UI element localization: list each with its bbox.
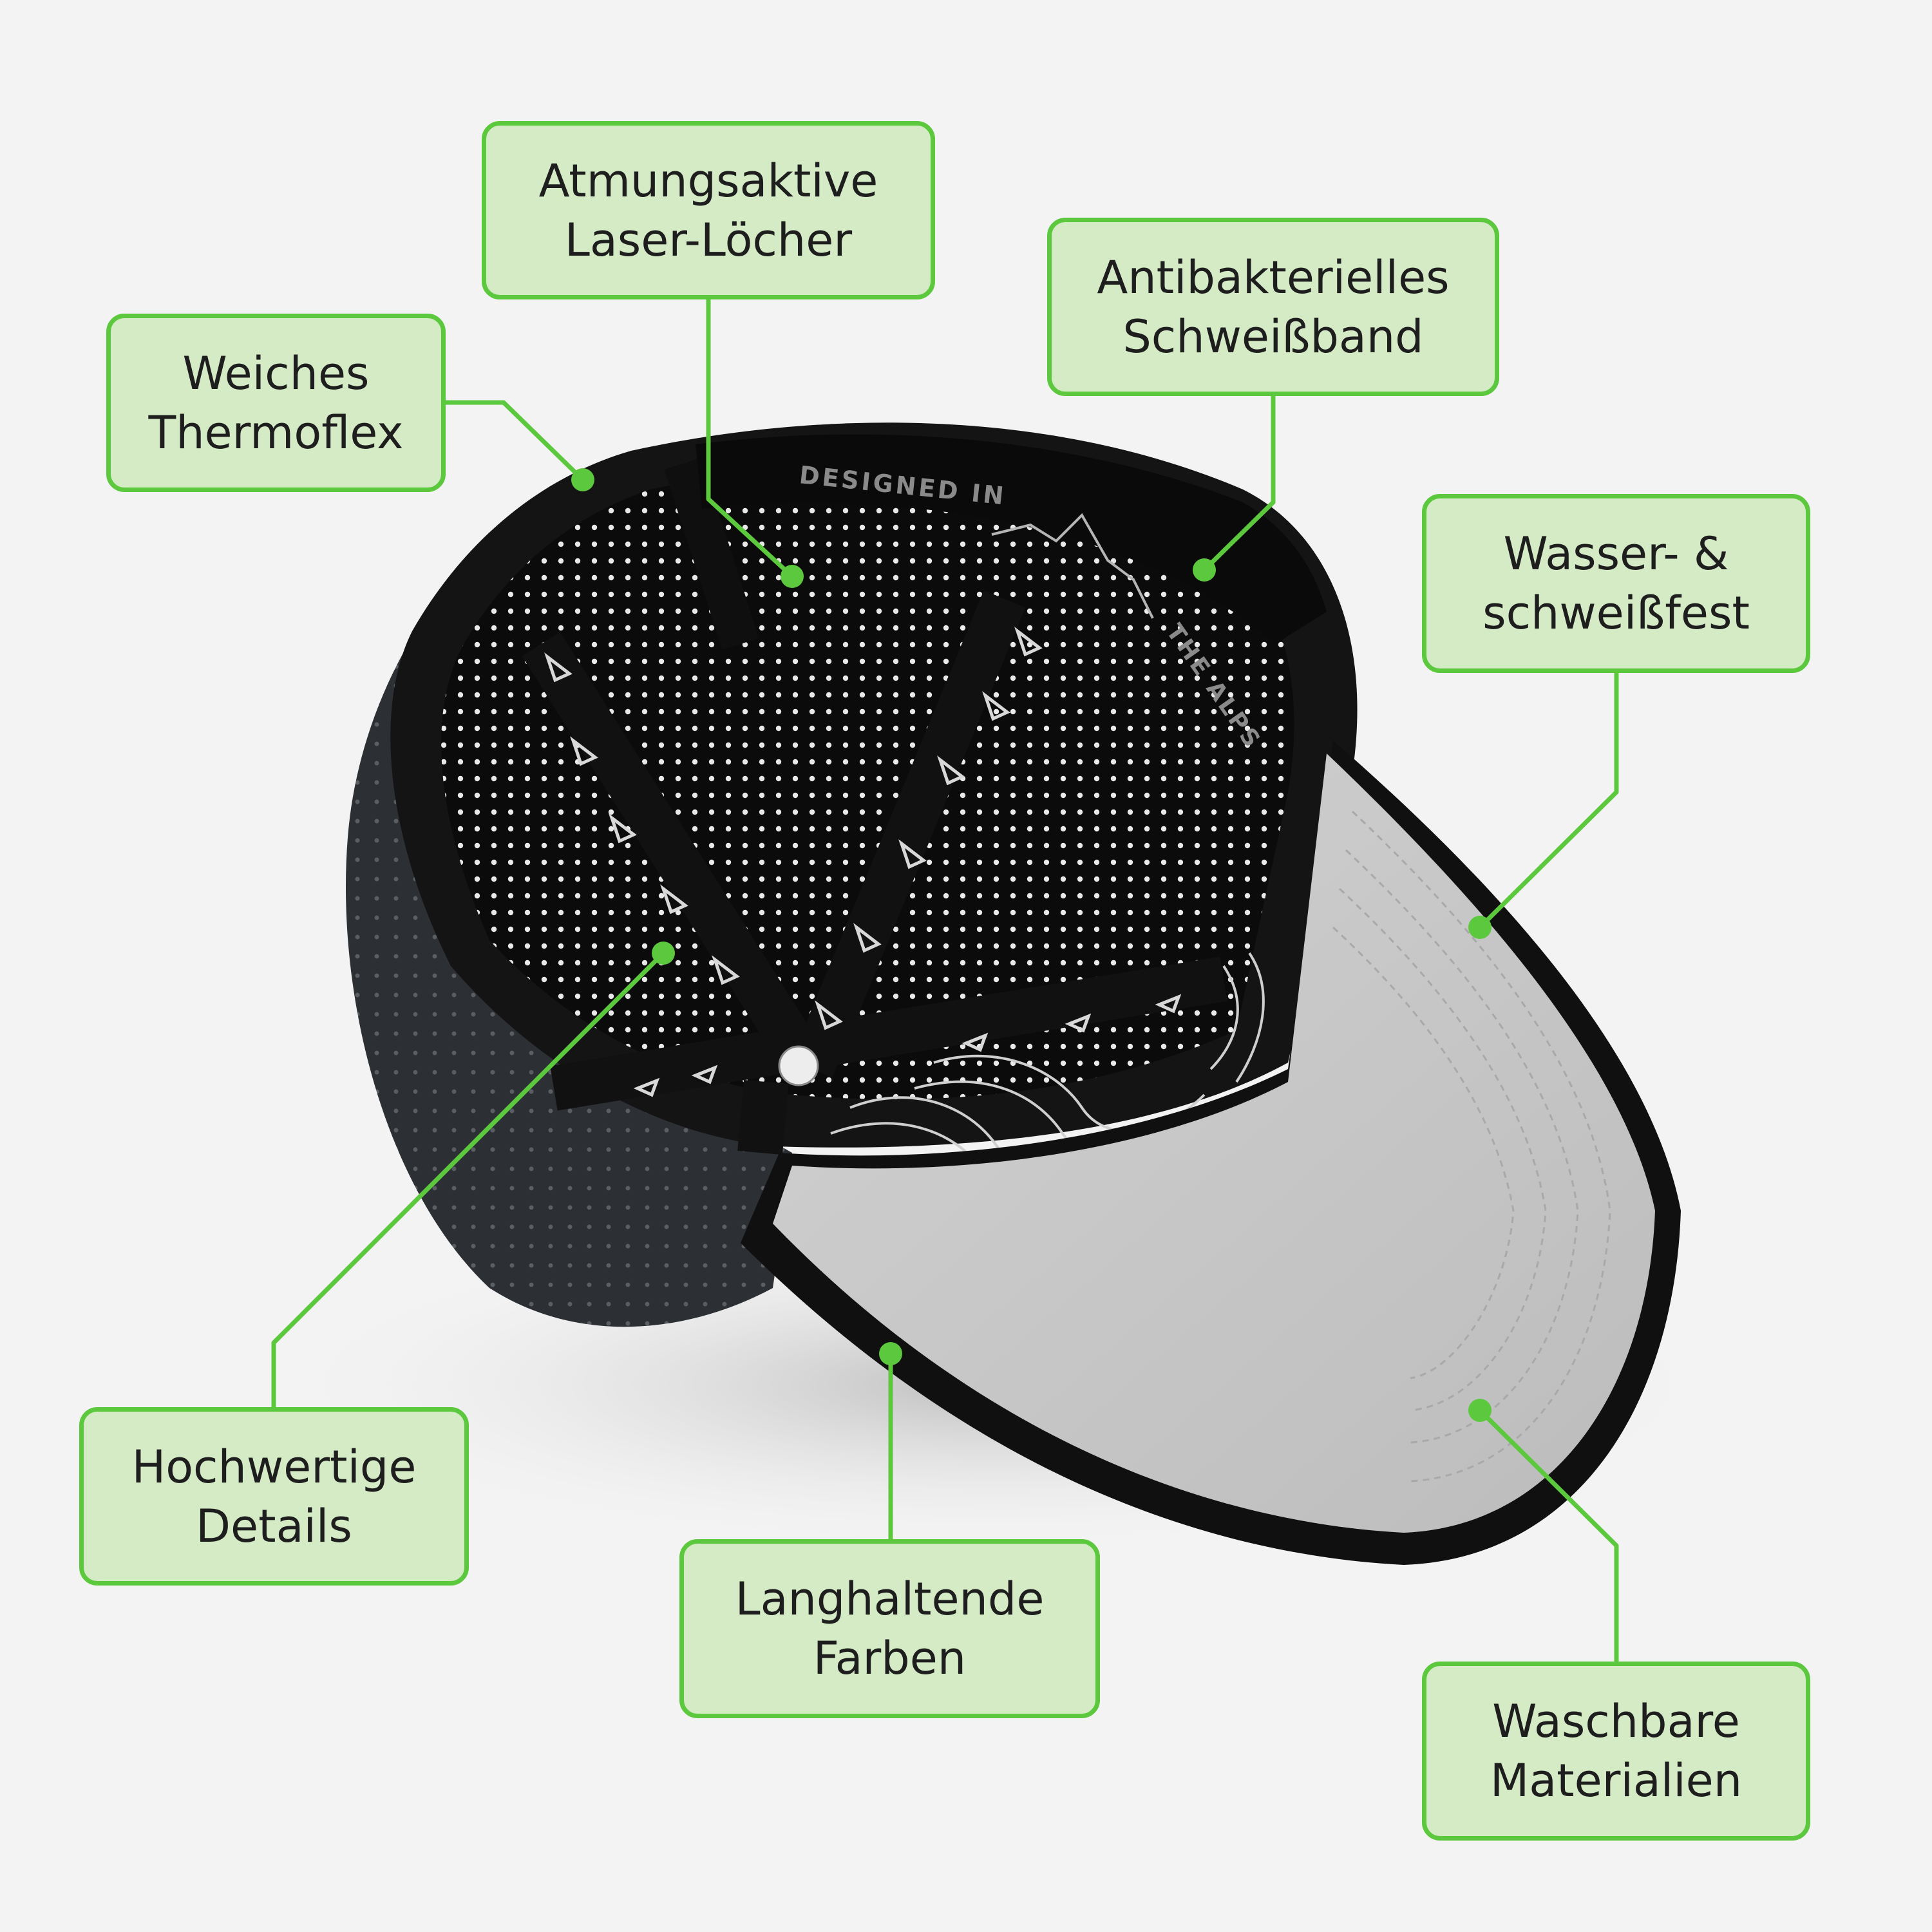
callout-hochwertige: Hochwertige Details [79,1407,469,1586]
seam-tape-bottom [550,956,1227,1111]
seam-tape-left [522,632,824,1075]
leader-line-weiches [446,400,585,482]
leader-line-hochwertige [271,951,665,1407]
seam-tape-top [664,457,759,650]
anchor-dot-hochwertige [652,942,675,965]
anchor-dot-antibakterielles [1193,558,1216,582]
callout-label: Antibakterielles Schweißband [1097,251,1450,363]
brim-stitching [1332,810,1611,1482]
callout-waschbare: Waschbare Materialien [1422,1662,1810,1841]
callout-wasser: Wasser- & schweißfest [1422,494,1810,673]
callout-atmungsaktive: Atmungsaktive Laser-Löcher [482,121,935,299]
cap-inner-crown [441,468,1294,1099]
callout-label: Waschbare Materialien [1490,1695,1743,1807]
callout-antibakterielles: Antibakterielles Schweißband [1047,218,1499,396]
seam-tape-center [737,1079,789,1155]
brim-underside [773,753,1655,1533]
leader-line-atmungsaktive [706,299,794,578]
leader-line-waschbare [1478,1408,1619,1662]
anchor-dot-atmungsaktive [781,565,804,588]
callout-label: Weiches Thermoflex [148,346,404,459]
anchor-dot-waschbare [1468,1399,1492,1422]
callout-label: Atmungsaktive Laser-Löcher [538,154,878,267]
tape-logo-marks [544,627,1182,1097]
callout-langhaltende: Langhaltende Farben [679,1539,1100,1718]
seam-tape-right [790,590,1026,1078]
leader-line-antibakterielles [1202,396,1276,572]
callout-label: Hochwertige Details [131,1440,417,1553]
top-button [779,1046,818,1085]
top-button-rim [778,1045,819,1086]
mountain-line-print [991,513,1154,619]
callout-label: Wasser- & schweißfest [1482,527,1750,639]
leader-line-wasser [1478,673,1619,929]
anchor-dot-weiches [571,468,594,491]
anchor-dot-langhaltende [879,1342,902,1365]
anchor-dot-wasser [1468,916,1492,939]
callout-weiches: Weiches Thermoflex [106,314,446,492]
sweatband [696,434,1327,644]
callout-label: Langhaltende Farben [735,1573,1045,1685]
anchor-dots [571,468,1492,1422]
leader-lines [271,299,1619,1662]
